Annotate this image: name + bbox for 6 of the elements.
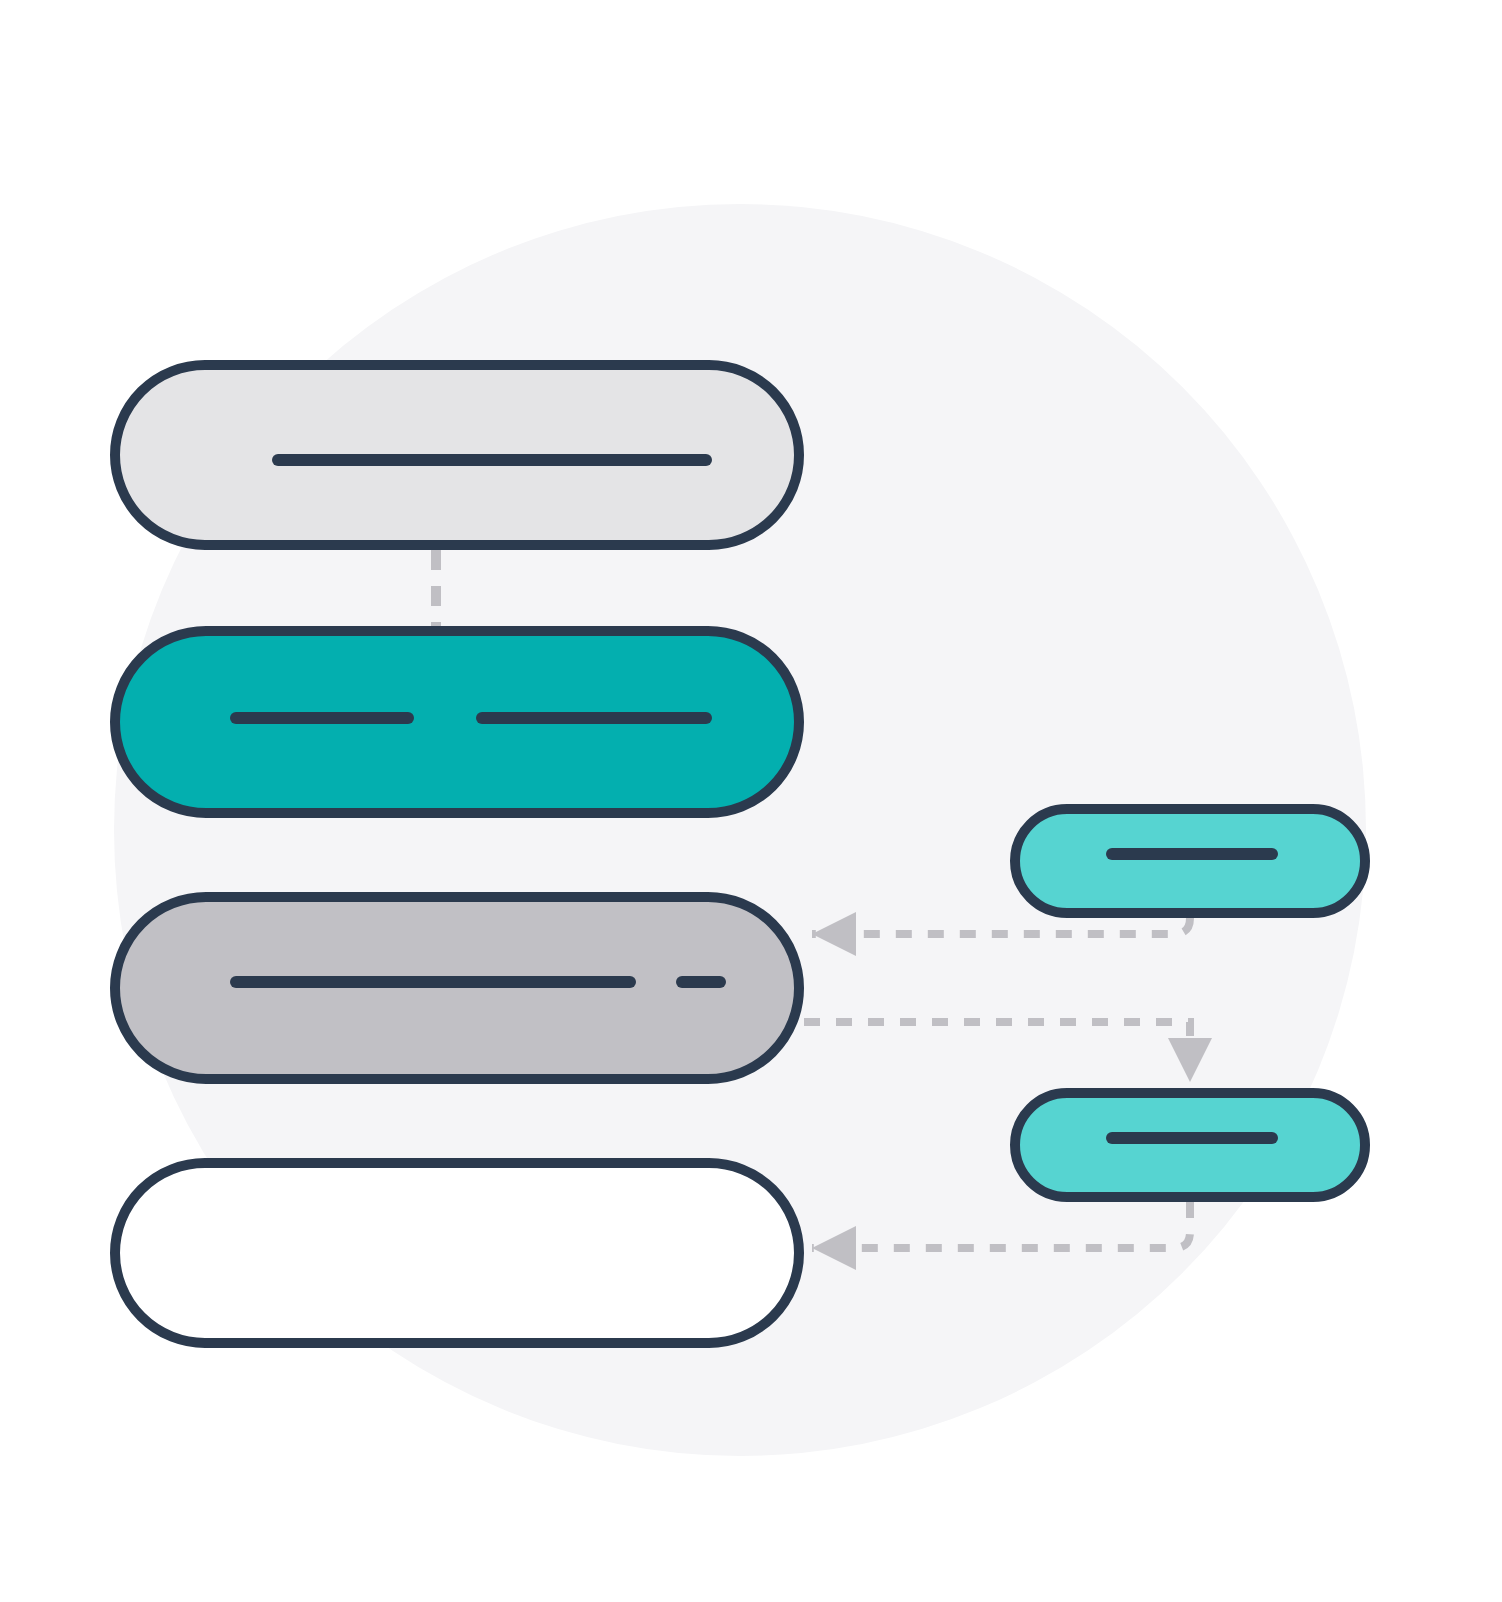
dashed-connector (431, 550, 441, 626)
rounded-bar (1010, 804, 1370, 918)
rounded-bar (110, 626, 804, 818)
dashed-connector (812, 912, 1194, 956)
dashed-connector (804, 1018, 1212, 1082)
dashed-connector (812, 1202, 1194, 1270)
